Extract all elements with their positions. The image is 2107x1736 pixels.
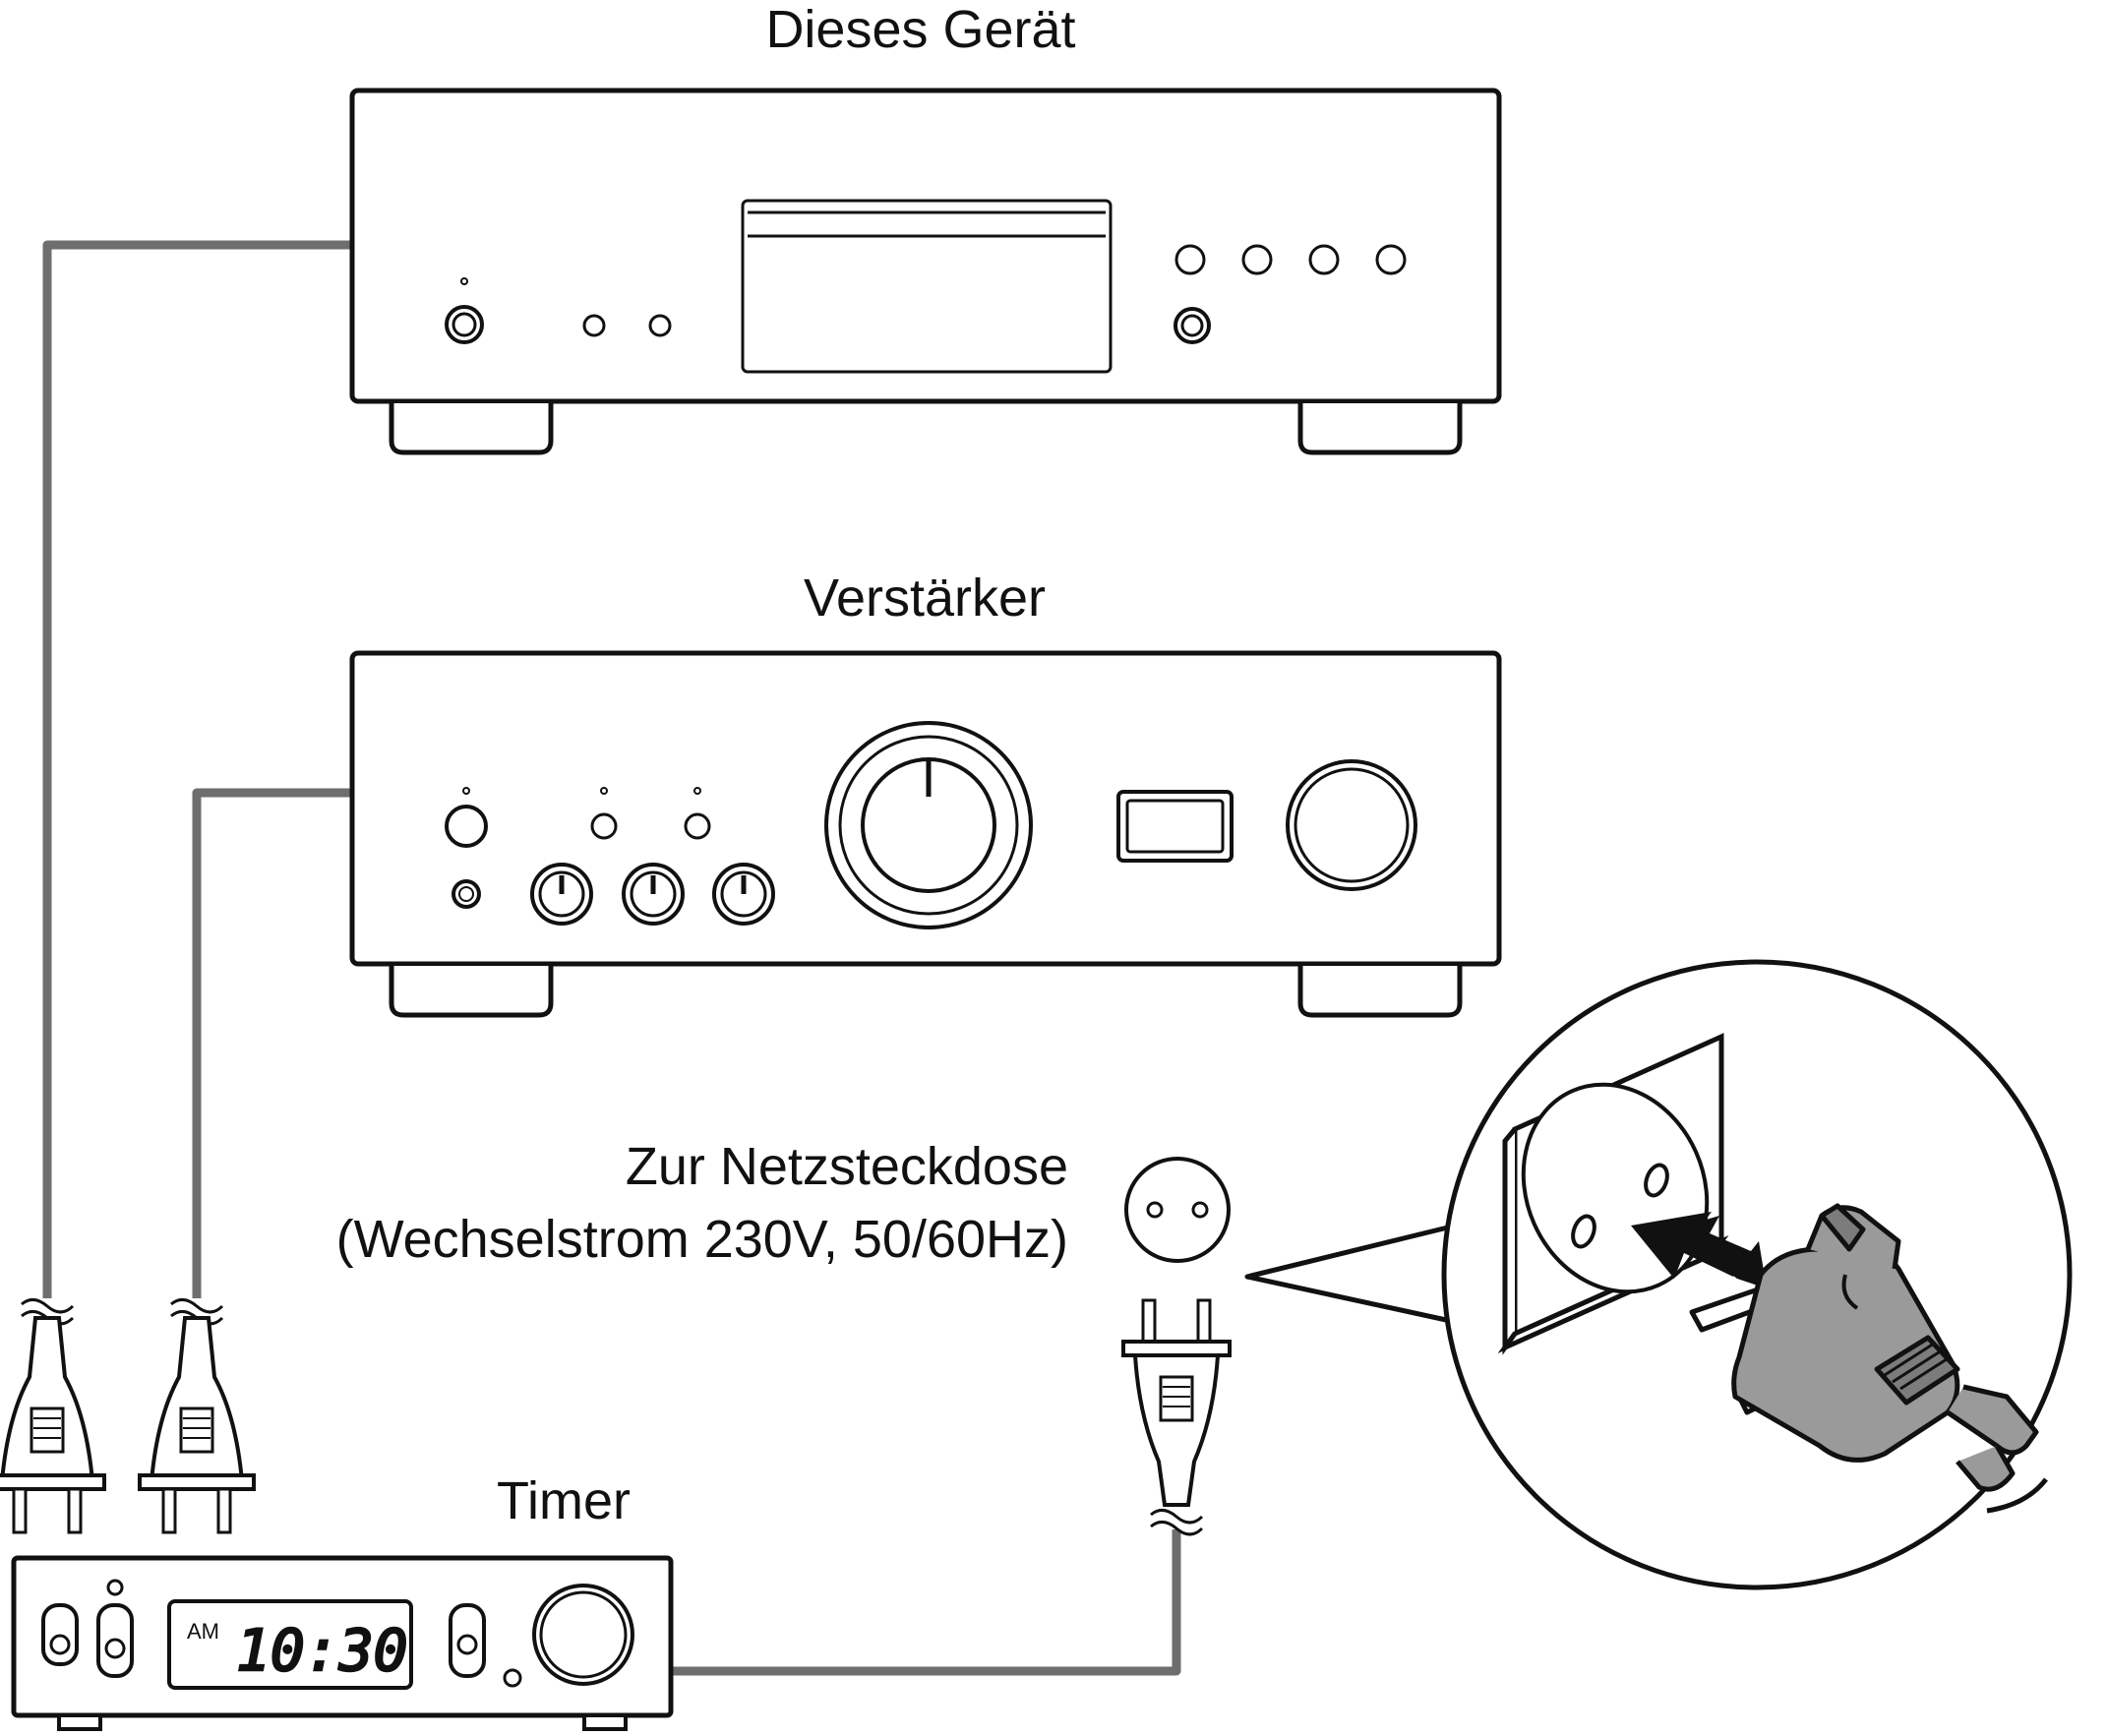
cd-small-button (648, 314, 672, 337)
cable-break-mark (1150, 1509, 1204, 1525)
label-outlet-spec: (Wechselstrom 230V, 50/60Hz) (336, 1210, 1068, 1269)
transport-button (1174, 244, 1206, 275)
transport-button (1241, 244, 1273, 275)
cable-break-mark (1150, 1521, 1204, 1536)
amplifier (349, 650, 1502, 1018)
plug-pin (1196, 1298, 1212, 1346)
plug-base (1121, 1340, 1232, 1357)
plug-pin (67, 1487, 83, 1534)
timer-time: 10:30 (236, 1617, 408, 1684)
amp-select-button (684, 812, 711, 840)
amplifier-power-cable (192, 788, 352, 1298)
timer-display (167, 1599, 413, 1690)
plug-body (1132, 1353, 1221, 1507)
plug-grip (30, 1407, 65, 1454)
timer-ampm: AM (187, 1619, 219, 1644)
cable-break-mark (21, 1298, 75, 1314)
amplifier-foot-right (1297, 966, 1463, 1018)
plug-grip (1159, 1375, 1194, 1422)
transport-button (1308, 244, 1340, 275)
amplifier-mains-plug (138, 1298, 256, 1534)
disc-tray (741, 199, 1113, 374)
label-amplifier: Verstärker (804, 569, 1046, 628)
plug-pin (1141, 1298, 1157, 1346)
timer-mains-plug (1121, 1298, 1232, 1536)
callout-pointer (1244, 1222, 1463, 1326)
magnified-inset (1244, 959, 2073, 1590)
label-outlet: Zur Netzsteckdose (626, 1137, 1068, 1196)
timer-power-cable (672, 1529, 1181, 1676)
mains-plug-closeup (1689, 1203, 2048, 1514)
cd-player-power-cable (42, 240, 352, 1298)
plug-base (0, 1473, 106, 1491)
wall-outlet-symbol (1124, 1157, 1231, 1263)
amp-power-button (445, 805, 488, 848)
timer (11, 1555, 674, 1731)
cd-small-button (582, 314, 606, 337)
timer-foot-right (582, 1713, 628, 1731)
transport-button (1375, 244, 1407, 275)
power-cables (42, 240, 1181, 1676)
power-indicator (460, 277, 468, 285)
amp-select-button (590, 812, 618, 840)
label-timer: Timer (497, 1471, 631, 1530)
plug-pin (12, 1487, 28, 1534)
cd-player-foot-right (1297, 403, 1463, 455)
cd-player-foot-left (389, 403, 554, 455)
label-this-unit: Dieses Gerät (765, 0, 1075, 59)
cd-player-mains-plug (0, 1298, 106, 1534)
timer-foot-left (57, 1713, 102, 1731)
amplifier-foot-left (389, 966, 554, 1018)
cd-player (349, 88, 1502, 455)
plug-body (0, 1316, 95, 1483)
